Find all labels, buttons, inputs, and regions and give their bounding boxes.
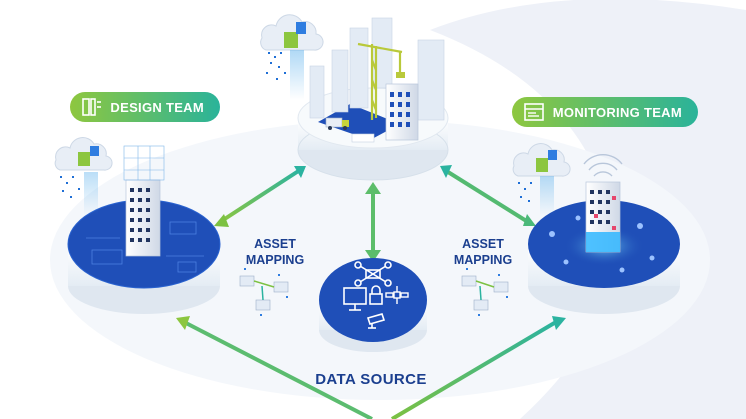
arrow-top-to-design (214, 166, 306, 227)
data-source-disc (319, 258, 427, 352)
design-tower (123, 145, 165, 257)
sensor-icons (549, 215, 655, 273)
asset-mapping-left-line2: MAPPING (245, 253, 305, 267)
asset-mapping-right-line2: MAPPING (453, 253, 513, 267)
monitored-tower (583, 154, 623, 253)
asset-mapping-left-line1: ASSET (254, 237, 296, 251)
building-under-construction (385, 83, 419, 141)
asset-mapping-diagram-right (461, 268, 509, 316)
monitoring-team-label: MONITORING TEAM (552, 104, 682, 120)
drone-icon (354, 261, 392, 287)
satellite-icon (385, 286, 409, 304)
cloud-data-icon-top (260, 14, 324, 100)
crane-icon (357, 42, 403, 120)
dashboard-icon (524, 101, 545, 123)
design-team-disc (54, 137, 221, 314)
arrow-top-to-monitor (440, 165, 536, 226)
construction-site-disc (297, 17, 449, 181)
arrow-datasource-to-top (365, 182, 381, 262)
material-stack (351, 133, 375, 143)
blueprint-lines (86, 221, 204, 273)
asset-mapping-right-line1: ASSET (462, 237, 504, 251)
design-team-badge: DESIGN TEAM (70, 92, 220, 122)
cloud-data-icon-left (54, 137, 113, 216)
wifi-signal-icon (583, 154, 623, 177)
cctv-camera-icon (366, 313, 386, 329)
data-source-label: DATA SOURCE (315, 371, 427, 388)
cloud-data-icon-right (512, 143, 571, 216)
monitor-icon (343, 287, 367, 311)
asset-mapping-diagram-left (239, 268, 289, 316)
arrow-datasource-to-monitor (390, 316, 566, 419)
crane-load (396, 72, 405, 78)
asset-mapping-label-left: ASSET MAPPING (236, 236, 314, 268)
lock-icon (369, 285, 383, 305)
monitoring-team-badge: MONITORING TEAM (512, 97, 698, 127)
arrow-datasource-to-design (176, 316, 373, 419)
asset-mapping-label-right: ASSET MAPPING (444, 236, 522, 268)
blueprint-icon (82, 96, 102, 118)
monitoring-team-disc (512, 143, 680, 314)
construction-truck-icon (325, 117, 349, 130)
design-team-label: DESIGN TEAM (110, 99, 204, 115)
